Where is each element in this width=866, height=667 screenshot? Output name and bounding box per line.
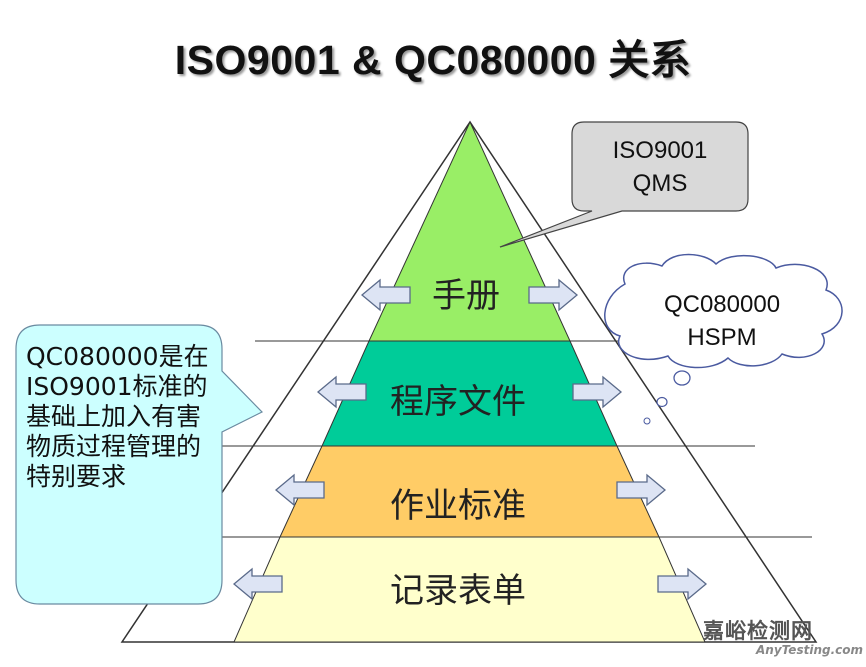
iso-callout-line1: ISO9001 [612,137,708,164]
iso-callout-line2: QMS [632,170,688,197]
qc-callout-line1: QC080000 [663,291,781,318]
arrow-right-manual-icon [528,278,579,312]
note-callout-shape [15,324,264,605]
qc-cloud-callout [604,253,843,425]
note-text: QC080000是在ISO9001标准的基础上加入有害物质过程管理的特别要求 [26,342,209,491]
arrow-left-manual-icon [360,278,411,312]
arrow-left-records-icon [232,567,283,601]
layer-label-work-standards: 作业标准 [390,486,526,526]
watermark: 嘉峪检测网 AnyTesting.com [703,615,863,657]
qc-callout-text: QC080000 HSPM [622,288,822,354]
page-title: ISO9001 & QC080000 关系 [174,37,692,83]
watermark-sub: AnyTesting.com [756,643,863,657]
watermark-main: 嘉峪检测网 [703,619,813,643]
iso-callout-shape [499,121,749,248]
qc-callout-line2: HSPM [687,324,757,351]
cloud-bubble-3 [643,417,651,425]
arrow-right-work-standards-icon [616,473,667,507]
cloud-bubble-1 [673,370,691,386]
arrow-right-records-icon [657,567,708,601]
layer-label-procedures: 程序文件 [390,382,526,422]
cloud-bubble-2 [656,396,668,408]
arrow-right-procedures-icon [572,375,623,409]
iso-callout-text: ISO9001 QMS [572,134,748,200]
layer-label-records: 记录表单 [390,571,526,611]
arrow-left-work-standards-icon [274,473,325,507]
arrow-left-procedures-icon [316,375,367,409]
layer-label-manual: 手册 [432,276,500,316]
